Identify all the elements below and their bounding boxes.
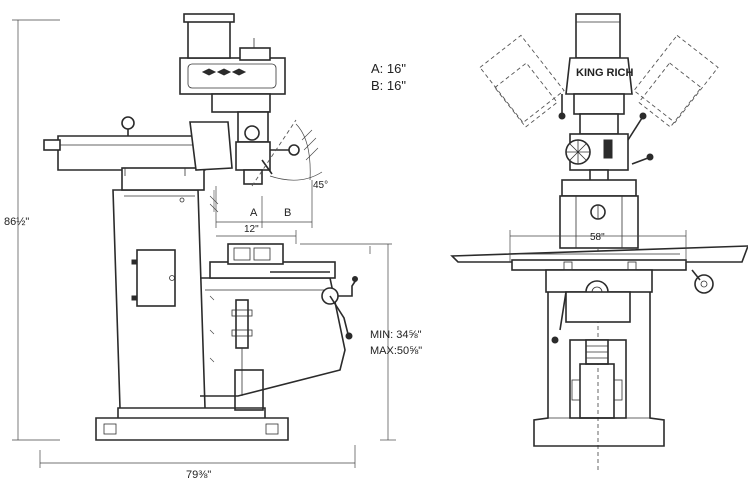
front-view: [450, 13, 748, 470]
brand-label: KING RICH: [576, 67, 634, 79]
spec-a: A: 16": [371, 61, 406, 76]
overall-length-label: 79⅜": [186, 469, 211, 481]
dimension-b-label: B: [284, 207, 291, 219]
overall-height-label: 86½": [4, 216, 29, 228]
tilt-angle-label: 45°: [313, 180, 328, 191]
max-height-label: MAX:50⅝": [370, 345, 422, 357]
spec-b: B: 16": [371, 78, 406, 93]
reach-12-label: 12": [244, 224, 259, 235]
dimension-a-label: A: [250, 207, 258, 219]
side-view: [12, 13, 396, 468]
min-height-label: MIN: 34⅝": [370, 329, 422, 341]
table-width-label: 58": [590, 232, 605, 243]
